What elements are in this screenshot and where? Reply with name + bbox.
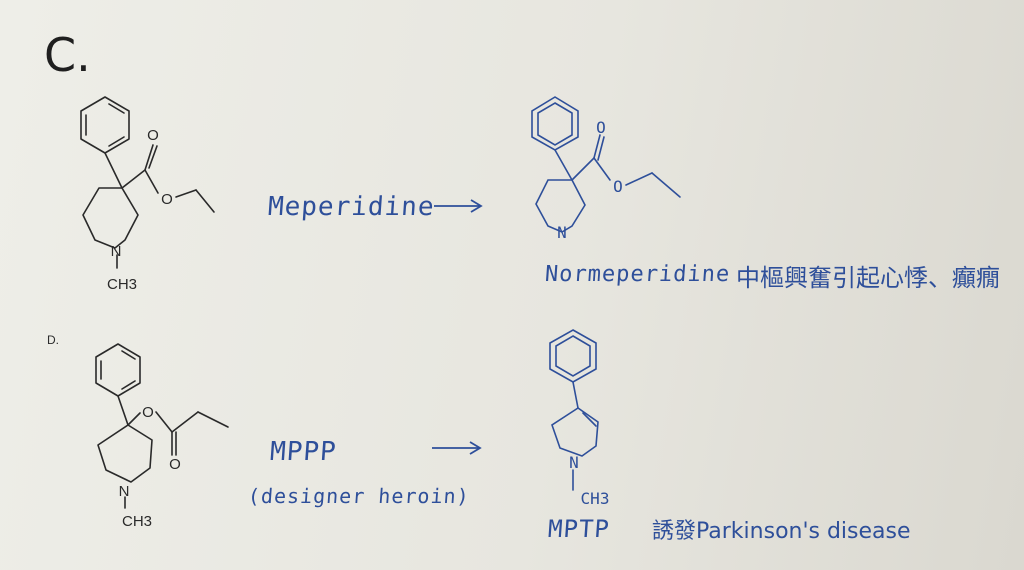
mppp-phenyl-ring (95, 343, 141, 397)
mppp-piperidine-ring (97, 424, 153, 483)
section-c-label: C. (44, 28, 91, 82)
mptp-effect-note: 誘發Parkinson's disease (652, 519, 911, 544)
mppp-designer-heroin-note: (designer heroin) (247, 484, 471, 508)
mptp-ch3: CH3 (581, 489, 610, 508)
section-d-label: D. (47, 333, 59, 347)
normeperidine-structure: O O N (531, 96, 681, 242)
meperidine-phenyl-ring (80, 96, 130, 154)
normeperidine-phenyl-ring (531, 96, 579, 151)
normeperidine-n: N (557, 223, 567, 242)
meperidine-structure: O O N CH3 (80, 96, 215, 293)
mppp-ch3: CH3 (122, 513, 152, 530)
mptp-n: N (569, 453, 579, 472)
meperidine-ester-o: O (161, 191, 173, 208)
normeperidine-piperidine-ring (535, 179, 586, 233)
meperidine-piperidine-ring (82, 187, 139, 249)
mppp-n: N (119, 483, 130, 500)
meperidine-carbonyl-o: O (147, 127, 159, 144)
normeperidine-label: Normeperidine (544, 262, 732, 287)
normeperidine-carbonyl-o: O (596, 118, 606, 137)
meperidine-ch3: CH3 (107, 276, 137, 293)
mptp-tetrahydropyridine-ring (551, 407, 599, 457)
meperidine-n: N (111, 243, 122, 260)
mppp-structure: O O N CH3 (95, 343, 229, 530)
reaction-d-arrow (432, 441, 482, 455)
reaction-c-arrow (434, 199, 483, 213)
mppp-ester-o: O (142, 404, 154, 421)
meperidine-label: Meperidine (266, 192, 436, 222)
normeperidine-effect-note: 中樞興奮引起心悸、癲癇 (736, 264, 1000, 292)
mppp-carbonyl-o: O (169, 456, 181, 473)
mptp-label: MPTP (547, 515, 611, 543)
normeperidine-ester-o: O (613, 177, 623, 196)
mptp-phenyl-ring (549, 329, 597, 383)
mptp-structure: N CH3 (549, 329, 610, 508)
mppp-label: MPPP (268, 437, 338, 467)
